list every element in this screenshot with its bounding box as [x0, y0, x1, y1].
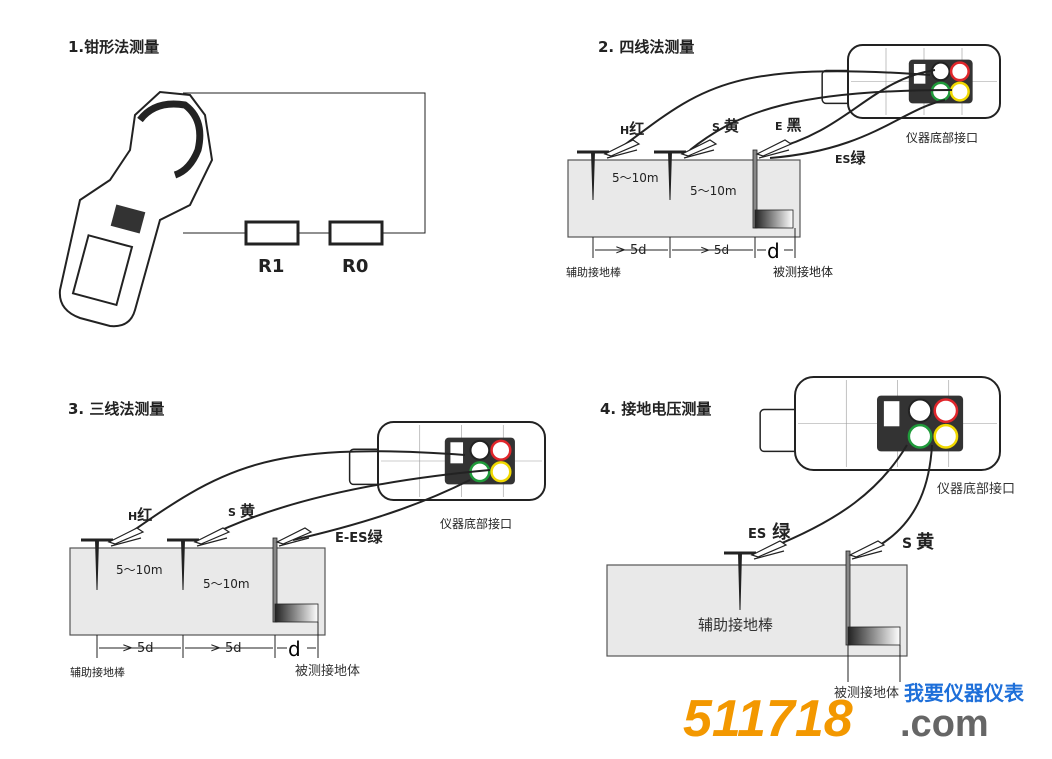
target-ground-electrode [272, 527, 319, 623]
panel-title: 2. 四线法测量 [598, 38, 694, 56]
port-label: 仪器底部接口 [906, 130, 978, 145]
r0-label: R0 [342, 256, 368, 277]
aux-rod-label: 辅助接地棒 [70, 665, 125, 679]
port-label: 仪器底部接口 [937, 481, 1015, 497]
svg-text:5～10m: 5～10m [203, 577, 250, 591]
svg-text:H红: H红 [620, 120, 644, 138]
svg-text:5～10m: 5～10m [116, 563, 163, 577]
svg-text:> 5d: > 5d [122, 641, 154, 656]
svg-text:S黄: S黄 [228, 502, 255, 520]
alligator-clip-icon [755, 139, 793, 159]
port-e-black-icon [469, 439, 491, 461]
svg-text:> 5d: > 5d [700, 243, 729, 257]
r1-label: R1 [258, 256, 284, 277]
port-switch [450, 442, 464, 464]
port-es-green-icon [907, 423, 933, 449]
svg-text:E黑: E黑 [775, 116, 802, 134]
electrode-plate [274, 603, 319, 623]
port-h-red-icon [933, 398, 959, 424]
port-e-black-icon [907, 398, 933, 423]
rod-spike [590, 151, 596, 201]
target-ground-electrode [752, 139, 794, 229]
alligator-clip-icon [680, 139, 718, 159]
svg-text:S黄: S黄 [902, 531, 934, 553]
auxiliary-ground-rod [654, 139, 718, 201]
meter-device [821, 44, 1001, 119]
port-h-red-icon [949, 61, 970, 82]
target-label: 被测接地体 [834, 685, 899, 701]
target-label: 被测接地体 [773, 264, 833, 279]
circuit-wire [183, 92, 426, 234]
alligator-clip-icon [107, 527, 145, 547]
watermark-number: 511718 [683, 690, 853, 748]
port-e-black-icon [930, 61, 951, 82]
svg-text:5～10m: 5～10m [690, 184, 737, 198]
alligator-clip-icon [848, 540, 886, 560]
svg-text:d: d [288, 637, 301, 661]
watermark-com: .com [900, 703, 989, 745]
panel-title: 4. 接地电压测量 [600, 400, 711, 418]
auxiliary-ground-rod [81, 527, 145, 591]
auxiliary-ground-rod [167, 527, 231, 591]
port-h-red-icon [490, 439, 512, 461]
resistor-r1 [244, 220, 300, 246]
rod-spike [667, 151, 673, 201]
panel-clamp-method: 1.钳形法测量 R1 R0 [58, 38, 426, 328]
watermark-logo: 511718 我要仪器仪表 .com [683, 681, 1025, 748]
svg-text:> 5d: > 5d [210, 641, 242, 656]
svg-text:d: d [767, 239, 780, 263]
port-s-yellow-icon [490, 461, 512, 483]
port-s-yellow-icon [933, 423, 959, 449]
alligator-clip-icon [193, 527, 231, 547]
svg-text:E-ES绿: E-ES绿 [335, 528, 384, 546]
clamp-meter-illustration [58, 90, 214, 328]
rod-spike [94, 539, 100, 591]
aux-rod-label: 辅助接地棒 [566, 265, 621, 279]
electrode-plate [754, 209, 794, 229]
port-label: 仪器底部接口 [440, 516, 512, 531]
panel-title: 3. 三线法测量 [68, 400, 164, 418]
target-label: 被测接地体 [295, 663, 360, 679]
svg-text:ES绿: ES绿 [748, 521, 791, 543]
svg-text:ES绿: ES绿 [835, 149, 866, 167]
watermark-cn: 我要仪器仪表 [904, 681, 1025, 705]
auxiliary-ground-rod [724, 540, 788, 611]
electrode-plate [847, 626, 901, 646]
svg-text:S黄: S黄 [712, 117, 739, 135]
port-s-yellow-icon [949, 81, 970, 102]
meter-device [759, 376, 1001, 471]
port-switch [883, 401, 900, 427]
alligator-clip-icon [275, 527, 313, 547]
svg-text:5～10m: 5～10m [612, 171, 659, 185]
svg-text:H红: H红 [128, 506, 152, 524]
meter-device [348, 421, 546, 501]
target-ground-electrode [845, 540, 901, 646]
aux-rod-label: 辅助接地棒 [698, 616, 773, 634]
auxiliary-ground-rod [577, 139, 641, 201]
alligator-clip-icon [603, 139, 641, 159]
svg-text:> 5d: > 5d [615, 243, 647, 258]
panel-title: 1.钳形法测量 [68, 38, 159, 56]
alligator-clip-icon [750, 540, 788, 560]
port-es-green-icon [930, 81, 951, 102]
rod-spike [180, 539, 186, 591]
resistor-r0 [328, 220, 384, 246]
rod-spike [737, 552, 743, 611]
